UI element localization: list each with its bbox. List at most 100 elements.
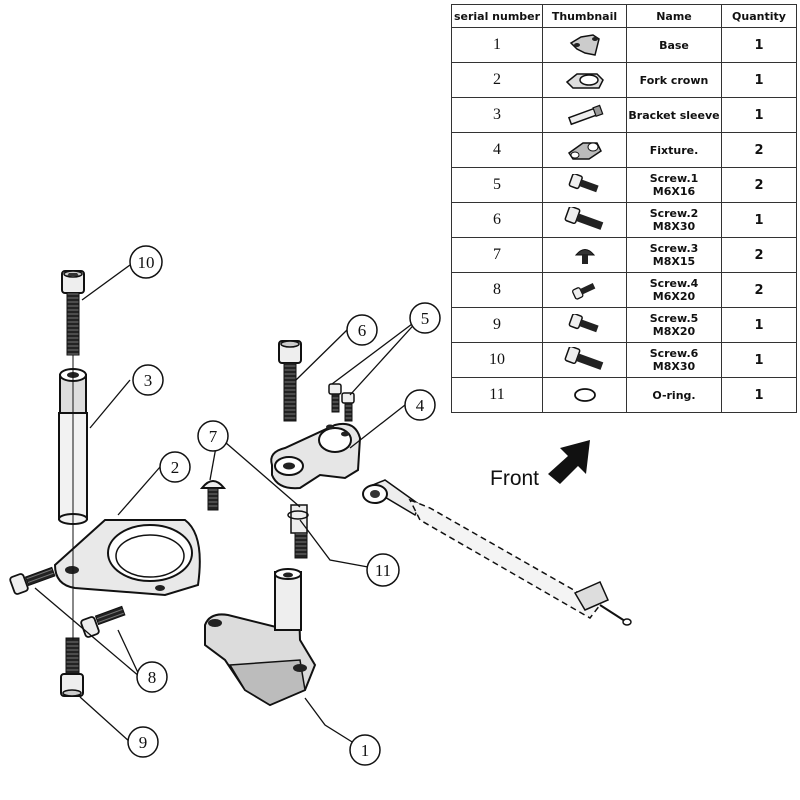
button-screw-icon (543, 244, 626, 266)
table-row: 4 Fixture.2 (451, 132, 797, 168)
screw-m8x30-part-10 (61, 270, 85, 356)
long-screw-icon (543, 207, 626, 233)
front-label: Front (490, 467, 539, 490)
svg-text:5: 5 (421, 309, 430, 328)
cell-quantity: 1 (721, 62, 797, 98)
svg-text:6: 6 (358, 321, 367, 340)
cell-thumbnail (542, 272, 627, 308)
cell-serial-number: 11 (451, 377, 543, 413)
svg-text:7: 7 (209, 427, 218, 446)
base-part-1 (204, 568, 317, 707)
cell-quantity: 1 (721, 342, 797, 378)
svg-text:3: 3 (144, 371, 153, 390)
cell-quantity: 2 (721, 272, 797, 308)
cell-quantity: 2 (721, 132, 797, 168)
svg-text:1: 1 (361, 741, 370, 760)
svg-text:2: 2 (171, 458, 180, 477)
screw-m8x30-part-6 (278, 340, 302, 422)
screw-icon (543, 174, 626, 196)
cell-name: Screw.1 M6X16 (626, 167, 722, 203)
o-ring-part-11 (287, 510, 309, 520)
cell-thumbnail (542, 202, 627, 238)
cell-thumbnail (542, 307, 627, 343)
cell-serial-number: 3 (451, 97, 543, 133)
header-thumbnail: Thumbnail (542, 4, 627, 28)
callout-11: 11 (366, 553, 400, 587)
cell-serial-number: 5 (451, 167, 543, 203)
screw-m6x16-part-5 (328, 383, 355, 422)
cell-thumbnail (542, 27, 627, 63)
fixture-icon (543, 137, 626, 163)
header-serial-number: serial number (451, 4, 543, 28)
svg-text:9: 9 (139, 733, 148, 752)
cell-thumbnail (542, 97, 627, 133)
cell-quantity: 1 (721, 202, 797, 238)
screw-m8x15-part-7 (199, 480, 308, 559)
callout-1: 1 (349, 734, 381, 766)
fixture-part-4 (270, 422, 362, 490)
callout-10: 10 (129, 245, 163, 279)
cell-serial-number: 7 (451, 237, 543, 273)
cell-quantity: 1 (721, 97, 797, 133)
table-header-row: serial number Thumbnail Name Quantity (451, 4, 797, 28)
front-direction-indicator: Front (490, 440, 590, 490)
cell-name: Fixture. (626, 132, 722, 168)
cell-serial-number: 9 (451, 307, 543, 343)
cell-quantity: 2 (721, 237, 797, 273)
header-quantity: Quantity (721, 4, 797, 28)
cell-quantity: 1 (721, 27, 797, 63)
cell-serial-number: 6 (451, 202, 543, 238)
cell-quantity: 1 (721, 307, 797, 343)
cell-name: Fork crown (626, 62, 722, 98)
cell-thumbnail (542, 237, 627, 273)
cell-name: Screw.2 M8X30 (626, 202, 722, 238)
bracket-sleeve-icon (543, 104, 626, 126)
fork-crown-part-2 (53, 519, 201, 597)
o-ring-icon (543, 386, 626, 404)
cell-quantity: 2 (721, 167, 797, 203)
cell-thumbnail (542, 132, 627, 168)
svg-text:10: 10 (138, 253, 155, 272)
cell-serial-number: 1 (451, 27, 543, 63)
callout-8: 8 (136, 661, 168, 693)
cell-serial-number: 8 (451, 272, 543, 308)
cell-name: Screw.3 M8X15 (626, 237, 722, 273)
cell-name: Base (626, 27, 722, 63)
fork-crown-icon (543, 68, 626, 92)
callout-3: 3 (132, 364, 164, 396)
header-name: Name (626, 4, 722, 28)
long-screw-icon (543, 347, 626, 373)
svg-text:8: 8 (148, 668, 157, 687)
callout-5: 5 (409, 302, 441, 334)
cell-serial-number: 4 (451, 132, 543, 168)
screw-icon (543, 314, 626, 336)
svg-text:11: 11 (375, 561, 391, 580)
base-icon (543, 31, 626, 59)
small-screw-icon (543, 279, 626, 301)
cell-serial-number: 10 (451, 342, 543, 378)
cell-quantity: 1 (721, 377, 797, 413)
table-row: 11 O-ring.1 (451, 377, 797, 413)
steering-damper (362, 479, 632, 626)
svg-text:4: 4 (416, 396, 425, 415)
callout-6: 6 (346, 314, 378, 346)
cell-thumbnail (542, 342, 627, 378)
screw-m8x20-part-9 (60, 637, 84, 697)
cell-name: Screw.6 M8X30 (626, 342, 722, 378)
cell-serial-number: 2 (451, 62, 543, 98)
callout-7: 7 (197, 420, 229, 452)
cell-name: O-ring. (626, 377, 722, 413)
cell-name: Screw.5 M8X20 (626, 307, 722, 343)
cell-name: Screw.4 M6X20 (626, 272, 722, 308)
